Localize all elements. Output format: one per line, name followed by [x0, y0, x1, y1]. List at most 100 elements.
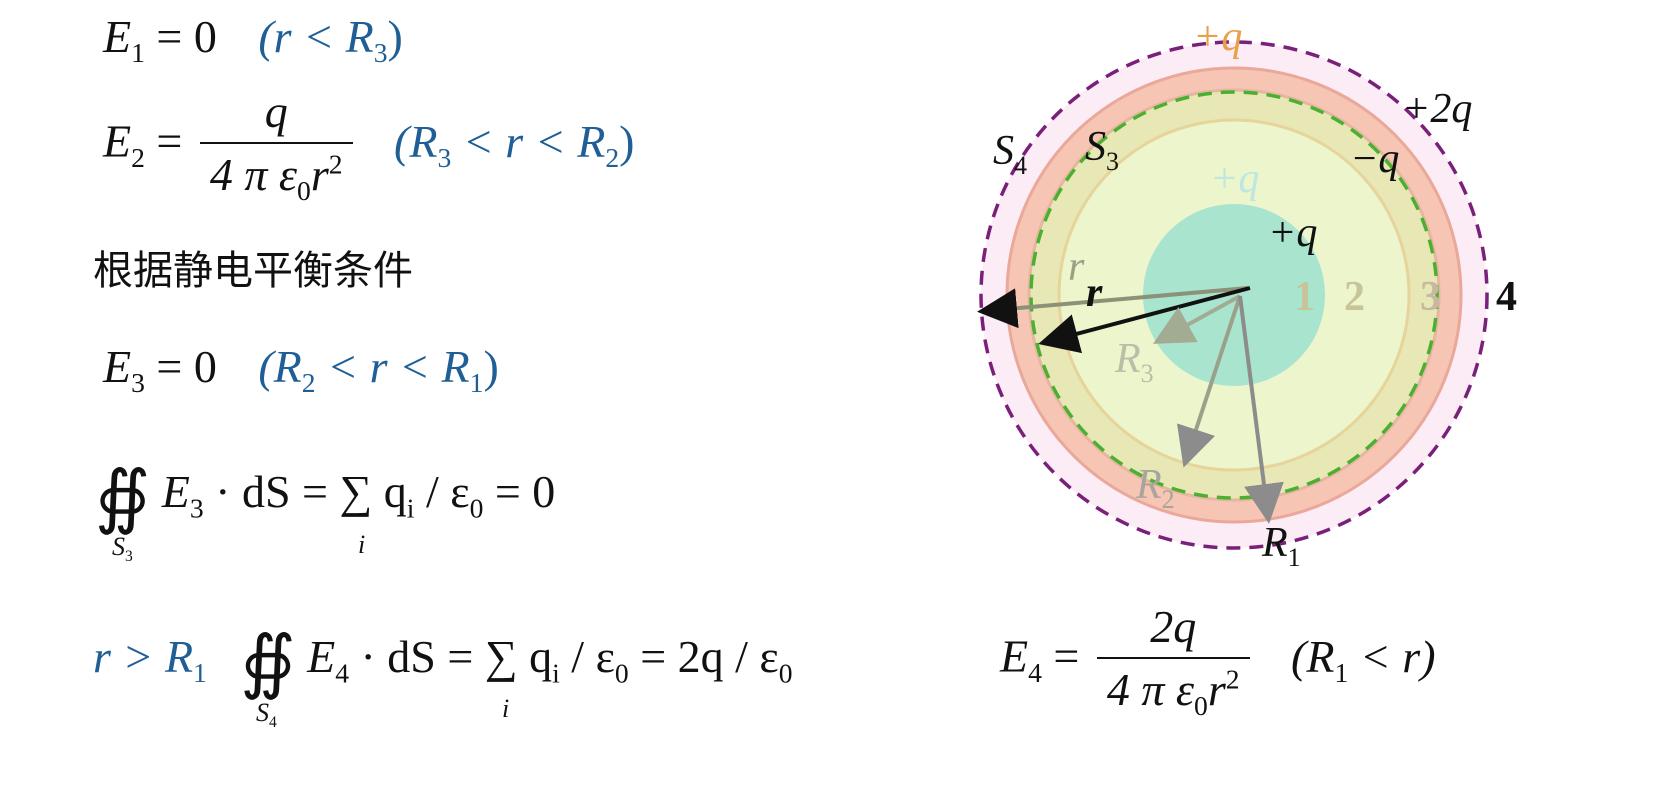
e2-den-sup: 2 [328, 148, 343, 180]
label-R3: R3 [1114, 336, 1154, 388]
gauss4-rest: · dS = ∑ q [360, 631, 553, 683]
e1-condition: (r < R3) [258, 11, 403, 68]
gauss3-qi: i [406, 492, 415, 524]
gauss4-tail-sub: 0 [778, 657, 793, 689]
region-2-label: 2 [1344, 274, 1365, 320]
gauss3-surface-label: S3 [112, 532, 133, 566]
region-4-label: 4 [1496, 274, 1517, 320]
e3-cond-mid: < r < R [315, 341, 470, 392]
gauss4-sum-index: i [502, 694, 509, 724]
gauss3-field-sub: 3 [189, 492, 204, 524]
e2-numerator: q [264, 86, 288, 137]
e3-cond-a: (R [258, 341, 302, 392]
region-3-label: 3 [1420, 274, 1441, 320]
e2-den-text: 4 π ε [209, 149, 298, 200]
e4-denominator: 4 π ε0r2 [1096, 657, 1250, 722]
e4-den-sup: 2 [1225, 663, 1240, 695]
gauss3-over: / ε [425, 466, 470, 518]
label-R1-main: R [1261, 520, 1288, 566]
gauss4-qi: i [552, 657, 560, 689]
gauss3-surface: S [112, 532, 125, 561]
gaussian-surface-s3 [1029, 90, 1439, 500]
gauss-law-s3: ∯ E3 · dS = ∑ qi / ε0 = 0 [95, 455, 555, 538]
gauss4-prefix: r > R1 [93, 631, 207, 688]
equation-e3: E3 = 0 (R2 < r < R1) [103, 340, 499, 399]
e2-symbol: E [103, 115, 132, 167]
gauss4-surface: S [256, 698, 269, 727]
e2-cond-sub2: 2 [605, 141, 620, 173]
e3-symbol: E [103, 341, 132, 392]
e2-cond-mid: < r < R [451, 115, 606, 167]
label-s4-sub: 4 [1014, 151, 1027, 180]
e4-den-sub: 0 [1194, 690, 1208, 722]
e1-cond-end: ) [387, 11, 403, 62]
e4-cond-a: (R [1291, 630, 1335, 682]
e3-rhs: = 0 [156, 341, 217, 392]
label-R2: R2 [1135, 462, 1175, 514]
e2-fraction: q 4 π ε0r2 [199, 85, 353, 207]
equation-e2: E2 = q 4 π ε0r2 (R3 < r < R2) [103, 85, 634, 207]
label-s3-sub: 3 [1106, 147, 1119, 176]
e3-sub: 3 [131, 367, 145, 399]
radius-R3-arrow [1152, 294, 1241, 344]
surface-integral-icon-2: ∯ [240, 624, 296, 701]
e3-cond-sub2: 1 [469, 367, 484, 399]
radius-R1-arrow [1238, 295, 1284, 524]
region-1-label: 1 [1294, 274, 1315, 320]
gauss3-rest: · dS = ∑ q [215, 466, 407, 518]
e2-den-tail: r [310, 149, 329, 200]
e2-cond-sub1: 3 [437, 141, 452, 173]
e4-den-text: 4 π ε [1106, 664, 1195, 715]
e2-cond-a: (R [394, 115, 438, 167]
gauss-law-s4: r > R1 ∯ E4 · dS = ∑ qi / ε0 = 2q / ε0 [93, 620, 793, 703]
gauss3-sum-index: i [358, 530, 365, 560]
gauss4-prefix-text: r > R [93, 631, 194, 683]
e4-fraction: 2q 4 π ε0r2 [1096, 600, 1250, 722]
gauss4-over: / ε [571, 631, 615, 683]
radius-R2-arrow [1177, 295, 1242, 468]
label-R2-main: R [1135, 462, 1162, 508]
gauss3-sum-idx: i [358, 530, 366, 559]
e1-cond-text: (r < R [258, 11, 374, 62]
e2-equals: = [156, 115, 183, 167]
label-s4-main: S [993, 128, 1014, 174]
gauss3-eps-sub: 0 [469, 492, 484, 524]
gauss3-surface-sub: 3 [125, 548, 133, 566]
gauss4-field-sub: 4 [335, 657, 349, 689]
label-outer-charge: +2q [1402, 86, 1472, 132]
gauss3-field: E [161, 466, 190, 518]
label-R3-main: R [1114, 336, 1141, 382]
e4-cond-end: < r) [1348, 630, 1436, 682]
label-s4: S4 [993, 128, 1027, 180]
e4-condition: (R1 < r) [1291, 630, 1436, 688]
e2-den-sub: 0 [297, 175, 311, 207]
e3-cond-sub1: 2 [301, 367, 316, 399]
label-r-bold: r [1086, 270, 1103, 316]
e4-cond-sub: 1 [1334, 656, 1349, 688]
e3-condition: (R2 < r < R1) [258, 341, 499, 398]
equation-e1: E1 = 0 (r < R3) [103, 10, 403, 69]
e3-cond-end: ) [483, 341, 499, 392]
e2-condition: (R3 < r < R2) [394, 115, 635, 173]
e4-equals: = [1053, 630, 1080, 682]
label-inner-negative: −q [1350, 136, 1399, 182]
e1-rhs: = 0 [156, 11, 217, 62]
gauss4-sum-idx: i [502, 694, 510, 723]
e2-cond-end: ) [619, 115, 635, 167]
e2-denominator: 4 π ε0r2 [199, 142, 353, 207]
e4-numerator: 2q [1150, 601, 1197, 652]
gauss3-tail: = 0 [494, 466, 556, 518]
label-s3: S3 [1085, 124, 1119, 176]
e4-den-tail: r [1207, 664, 1226, 715]
gauss4-tail: = 2q / ε [640, 631, 779, 683]
gauss4-surface-sub: 4 [269, 714, 277, 732]
radius-r-bold-arrow [1038, 286, 1251, 354]
gauss4-surface-label: S4 [256, 698, 277, 732]
e4-sub: 4 [1028, 656, 1042, 688]
equilibrium-condition-text: 根据静电平衡条件 [93, 248, 413, 294]
label-R2-sub: 2 [1162, 485, 1175, 514]
radius-r-faded-arrow [977, 286, 1249, 329]
surface-integral-icon: ∯ [95, 459, 151, 536]
label-R1-sub: 1 [1288, 543, 1301, 572]
